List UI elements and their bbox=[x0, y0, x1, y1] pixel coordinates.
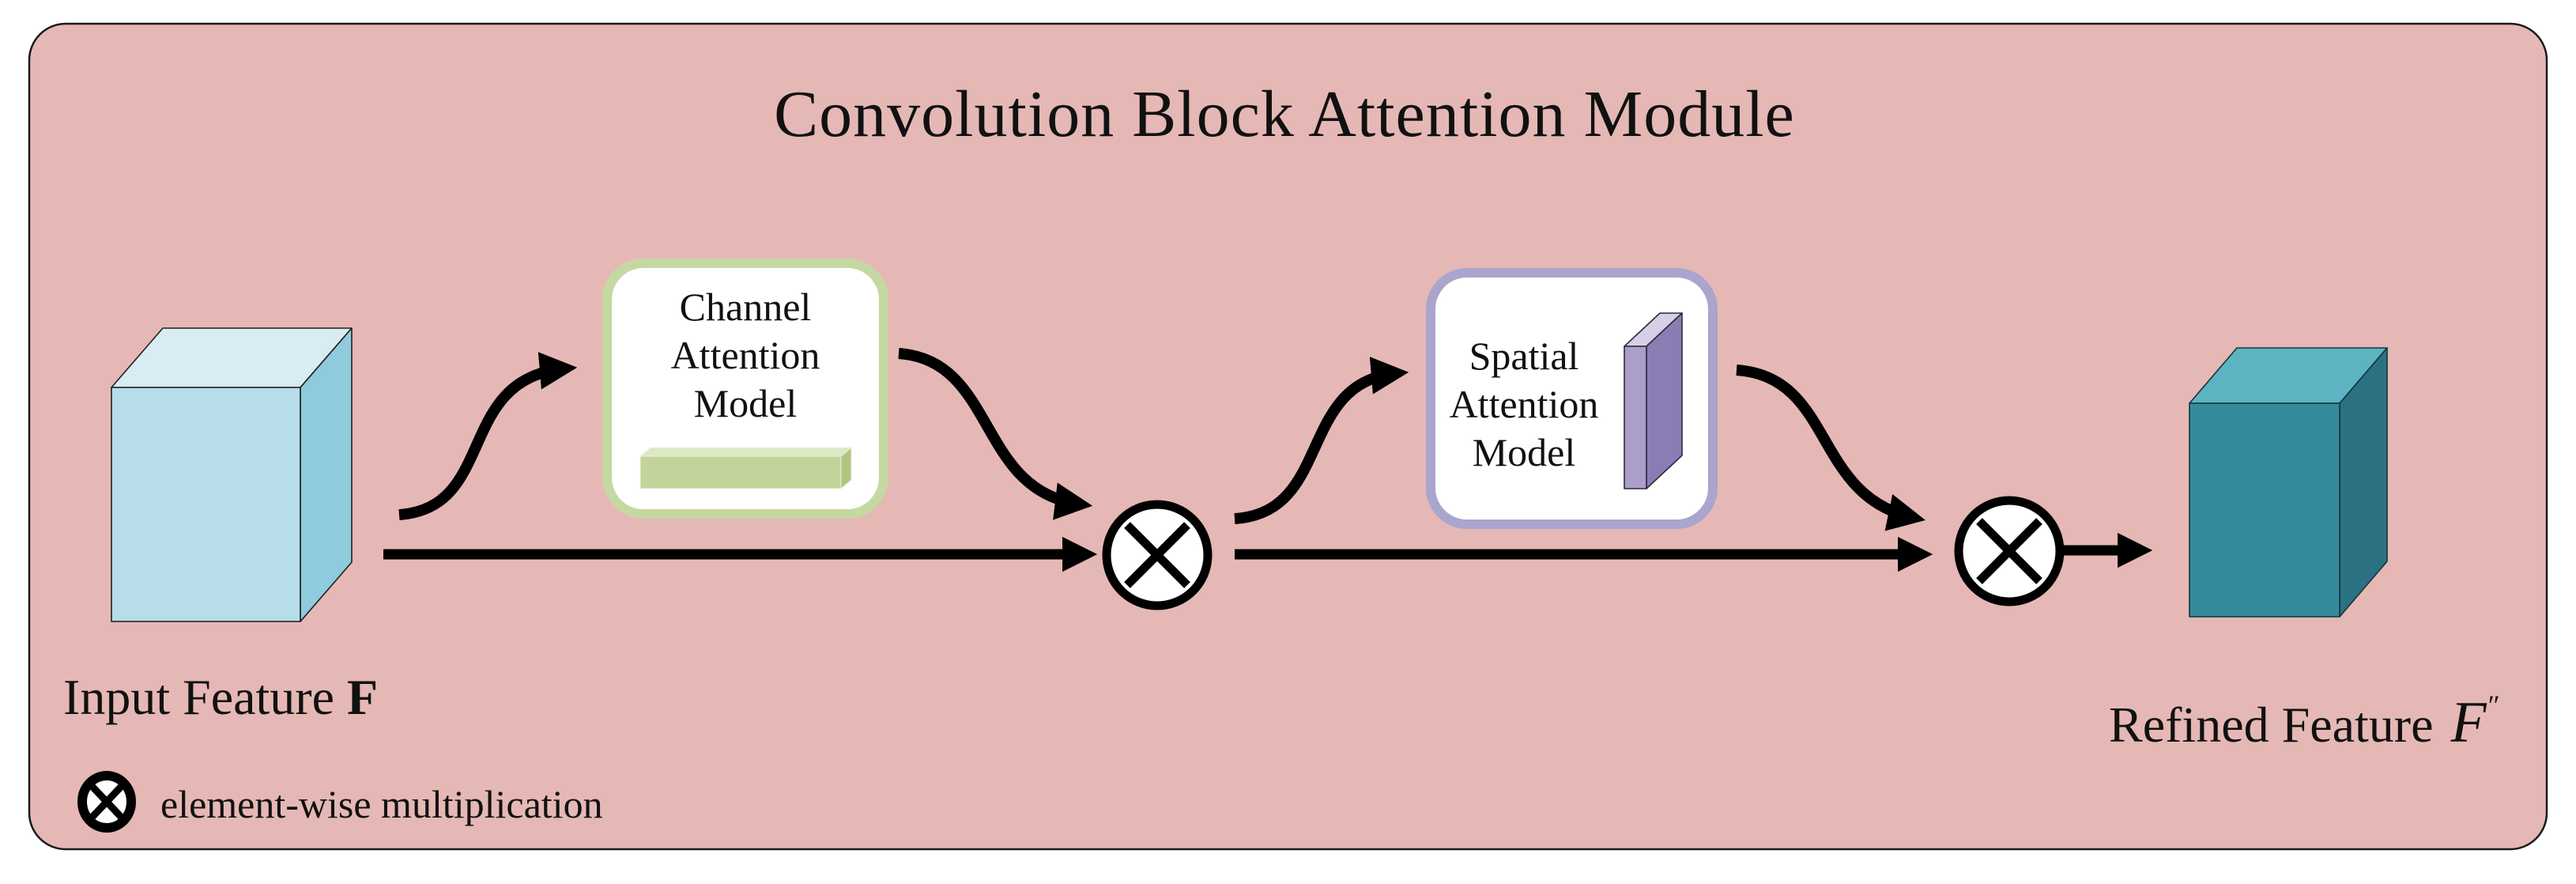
channel-attention-line3: Model bbox=[693, 381, 798, 425]
channel-attention-label: Channel Attention Model bbox=[607, 283, 884, 428]
multiply-icon bbox=[1954, 496, 2065, 606]
input-cube-front-face bbox=[111, 387, 301, 622]
curve-arrow-channel-to-multiply1 bbox=[898, 348, 1093, 520]
legend-multiply-icon bbox=[77, 771, 136, 833]
refined-feature-symbol: F bbox=[2450, 690, 2487, 755]
spatial-attention-slab bbox=[1624, 312, 1683, 489]
refined-feature-label: Refined Feature F″ bbox=[2109, 689, 2500, 757]
refined-feature-superscript: ″ bbox=[2487, 689, 2500, 721]
spatial-attention-line3: Model bbox=[1472, 430, 1576, 474]
input-feature-text: Input Feature bbox=[63, 669, 334, 725]
spatial-slab-front-face bbox=[1624, 346, 1647, 489]
curve-arrow-spatial-to-multiply2 bbox=[1736, 365, 1925, 531]
input-feature-label: Input Feature F bbox=[63, 668, 378, 727]
diagram-title: Convolution Block Attention Module bbox=[774, 77, 1795, 151]
channel-bar-front-face bbox=[639, 455, 842, 489]
channel-attention-bar bbox=[639, 446, 853, 490]
curve-arrow-multiply1-to-spatial bbox=[1234, 357, 1409, 524]
channel-attention-line2: Attention bbox=[670, 333, 820, 377]
spatial-attention-line1: Spatial bbox=[1469, 334, 1579, 378]
input-feature-cube bbox=[111, 327, 353, 622]
panel-background bbox=[28, 22, 2548, 851]
refined-feature-text: Refined Feature bbox=[2109, 697, 2434, 753]
curve-arrow-input-to-channel bbox=[398, 352, 578, 520]
spatial-attention-label: Spatial Attention Model bbox=[1413, 332, 1635, 477]
legend-label: element-wise multiplication bbox=[160, 782, 603, 826]
channel-bar-top-face bbox=[639, 447, 853, 457]
refined-feature-cube bbox=[2189, 347, 2388, 618]
refined-cube-front-face bbox=[2189, 402, 2340, 618]
channel-attention-line1: Channel bbox=[679, 285, 812, 329]
multiply-icon bbox=[1102, 500, 1213, 610]
spatial-attention-line2: Attention bbox=[1449, 382, 1599, 426]
input-feature-symbol: F bbox=[347, 669, 379, 725]
